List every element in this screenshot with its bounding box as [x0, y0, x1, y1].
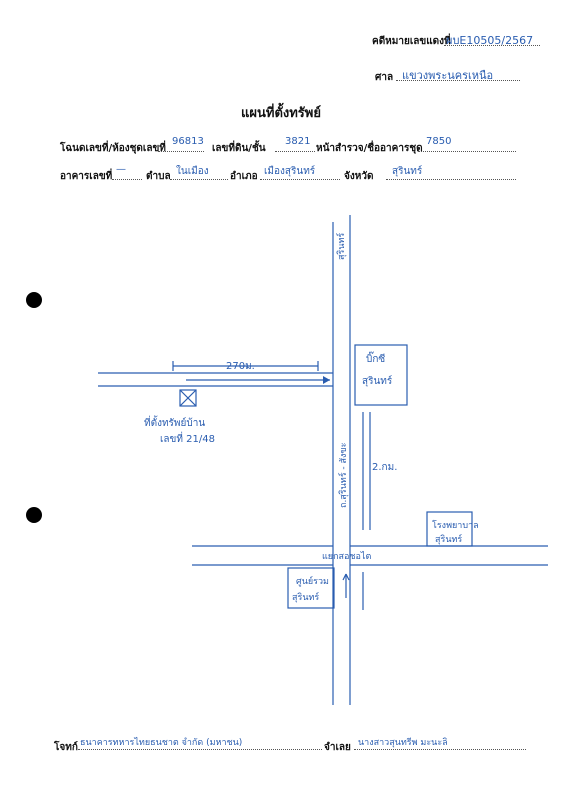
road-top-label: สุรินทร์: [335, 233, 347, 260]
land-number-label: เลขที่ดิน/ชั้น: [212, 143, 266, 154]
bigc-label-1: บิ๊กซี: [366, 351, 385, 365]
market-label-1: ศูนย์รวม: [296, 575, 329, 587]
defendant-label: จำเลย: [324, 742, 351, 753]
punch-hole-top: [26, 292, 42, 308]
land-number-value: 3821: [285, 136, 311, 147]
deed-label: โฉนดเลขที่/ห้องชุดเลขที่: [60, 143, 166, 154]
survey-page-value: 7850: [426, 136, 452, 147]
deed-value: 96813: [172, 136, 204, 147]
case-number-line: [444, 45, 540, 46]
building-number-value: —: [116, 164, 126, 175]
case-number-label: คดีหมายเลขแดงที่: [372, 36, 451, 47]
subdistrict-label: ตำบล: [146, 171, 171, 182]
soi-arrowhead: [323, 376, 330, 384]
province-value: สุรินทร์: [392, 166, 423, 177]
district-label: อำเภอ: [230, 171, 258, 182]
subdistrict-value: ในเมือง: [176, 166, 209, 177]
intersection-label: แยกสอชอไต: [322, 551, 371, 562]
distance-top-label: 270ม.: [226, 361, 255, 372]
plaintiff-line: [78, 749, 322, 750]
district-line: [260, 179, 340, 180]
property-label-1: ที่ตั้งทรัพย์บ้าน: [144, 415, 205, 429]
survey-page-line: [418, 151, 516, 152]
court-label: ศาล: [375, 72, 394, 83]
bigc-label-2: สุรินทร์: [362, 375, 393, 387]
building-number-label: อาคารเลขที่: [60, 171, 113, 182]
distance-mid-label: 2.กม.: [372, 462, 397, 473]
property-marker: [179, 389, 197, 407]
district-value: เมืองสุรินทร์: [264, 166, 316, 177]
plaintiff-label: โจทก์: [54, 742, 78, 753]
hospital-box: [426, 511, 473, 547]
land-number-line: [275, 151, 315, 152]
court-line: [396, 80, 520, 81]
survey-page-label: หน้าสำรวจ/ชื่ออาคารชุด: [316, 143, 423, 154]
deed-line: [158, 151, 204, 152]
province-line: [386, 179, 516, 180]
defendant-value: นางสาวสุนทรีพ มะนะลิ: [358, 738, 448, 748]
market-label-2: สุรินทร์: [292, 591, 319, 603]
market-box: [287, 567, 335, 609]
case-number-value: ผบE10505/2567: [446, 34, 534, 47]
hospital-label-2: สุรินทร์: [435, 533, 462, 545]
defendant-line: [354, 749, 526, 750]
property-label-2: เลขที่ 21/48: [160, 431, 215, 445]
vertical-road-label: ถ.สุรินทร์ - สังขะ: [337, 442, 349, 508]
province-label: จังหวัด: [344, 171, 374, 182]
north-arrow-head-left: [342, 573, 347, 581]
bigc-box: [354, 344, 408, 406]
document-title: แผนที่ตั้งทรัพย์: [241, 106, 321, 121]
subdistrict-line: [170, 179, 228, 180]
plaintiff-value: ธนาคารทหารไทยธนชาต จำกัด (มหาชน): [80, 738, 243, 748]
court-value: แขวงพระนครเหนือ: [402, 69, 494, 82]
north-arrow-head-right: [345, 573, 350, 581]
hospital-label-1: โรงพยาบาล: [432, 520, 479, 531]
building-number-line: [112, 179, 142, 180]
punch-hole-bottom: [26, 507, 42, 523]
